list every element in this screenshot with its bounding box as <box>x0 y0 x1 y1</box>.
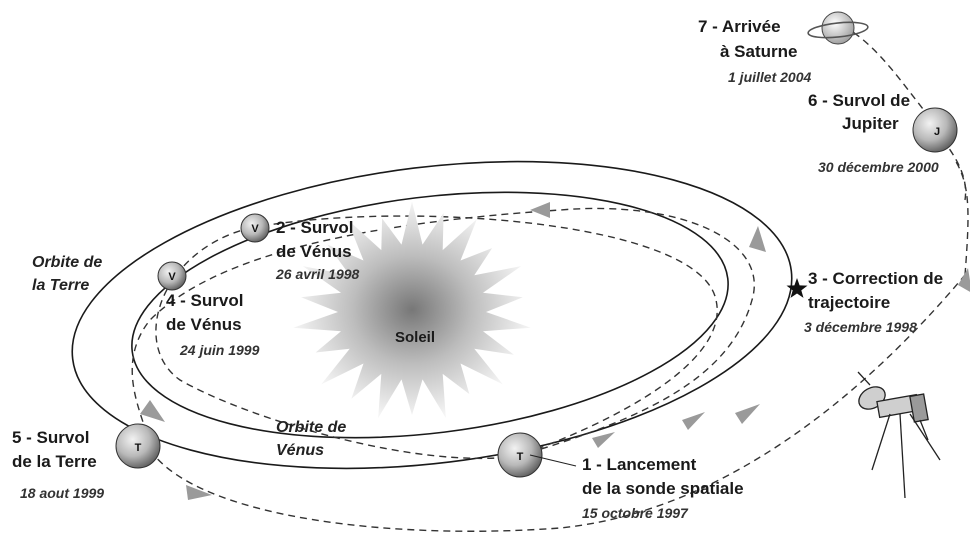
earth-orbit <box>71 160 793 470</box>
launch-pointer <box>529 454 577 467</box>
arrow-marker <box>140 400 165 422</box>
earth-letter-2: T <box>135 442 142 454</box>
sun-label: Soleil <box>395 329 435 346</box>
star-icon <box>786 278 808 298</box>
arrow-marker <box>592 432 615 448</box>
arrow-marker <box>735 404 760 424</box>
earth-letter-1: T <box>517 451 524 463</box>
event-6-title: 6 - Survol de <box>808 91 910 110</box>
event-7-title: 7 - Arrivée <box>698 17 781 36</box>
earth-planet-2: T <box>115 423 161 469</box>
arrow-marker <box>682 412 705 430</box>
jupiter-planet: J <box>912 107 958 153</box>
event-5-date: 18 aout 1999 <box>20 485 104 501</box>
saturn-icon <box>807 11 869 45</box>
event-1-subtitle: de la sonde spatiale <box>582 479 744 498</box>
event-2-date: 26 avril 1998 <box>275 266 360 282</box>
event-3-subtitle: trajectoire <box>808 293 890 312</box>
arrow-marker <box>186 485 212 500</box>
cassini-probe-icon <box>857 371 941 499</box>
venus-planet-2: V <box>157 261 187 291</box>
trajectory-arrows <box>140 202 970 500</box>
earth-planet-1: T <box>497 432 543 478</box>
event-4-title: 4 - Survol <box>166 291 243 310</box>
event-2-subtitle: de Vénus <box>276 242 352 261</box>
event-4-subtitle: de Vénus <box>166 315 242 334</box>
event-7-date: 1 juillet 2004 <box>728 69 811 85</box>
venus-orbit-label-line2: Vénus <box>276 442 324 459</box>
event-7-subtitle: à Saturne <box>720 42 797 61</box>
jupiter-letter: J <box>934 126 940 138</box>
earth-orbit-label-line2: la Terre <box>32 277 89 294</box>
arrow-marker <box>958 268 970 292</box>
event-1-title: 1 - Lancement <box>582 455 697 474</box>
event-6-date: 30 décembre 2000 <box>818 159 939 175</box>
venus-letter-2: V <box>168 271 176 283</box>
event-3-date: 3 décembre 1998 <box>804 319 917 335</box>
event-6-subtitle: Jupiter <box>842 114 899 133</box>
venus-planet-1: V <box>240 213 270 243</box>
venus-orbit <box>131 191 729 439</box>
event-1-date: 15 octobre 1997 <box>582 505 689 521</box>
event-5-subtitle: de la Terre <box>12 452 97 471</box>
arrow-marker <box>530 202 550 218</box>
venus-letter-1: V <box>251 223 259 235</box>
earth-orbit-label-line1: Orbite de <box>32 254 102 271</box>
arrow-marker <box>749 226 766 252</box>
event-2-title: 2 - Survol <box>276 218 353 237</box>
venus-orbit-label-line1: Orbite de <box>276 419 346 436</box>
sun-icon: Soleil <box>293 201 531 418</box>
event-5-title: 5 - Survol <box>12 428 89 447</box>
event-3-title: 3 - Correction de <box>808 269 943 288</box>
event-4-date: 24 juin 1999 <box>179 342 260 358</box>
